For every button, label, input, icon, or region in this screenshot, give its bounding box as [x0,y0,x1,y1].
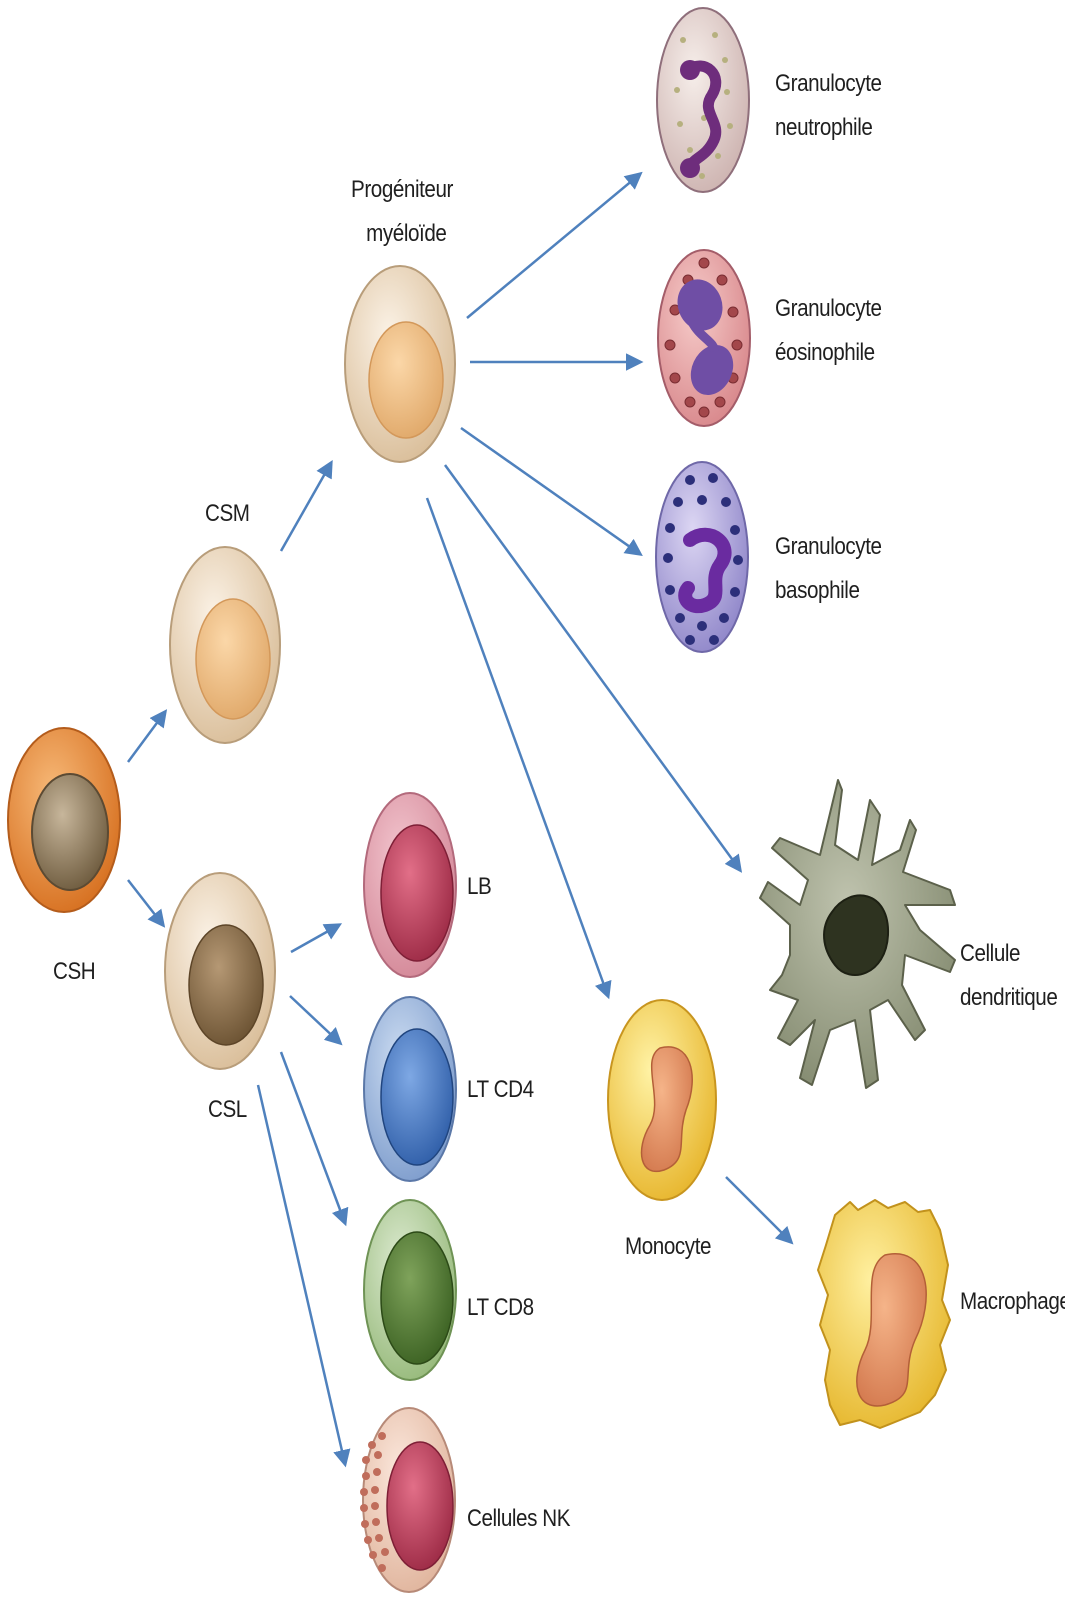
progenitor-label-line1: Progéniteur [351,168,453,212]
csl-label: CSL [208,1088,247,1132]
cell-monocyte [608,1000,716,1200]
arrow-monocyte-to-macrophage [726,1177,791,1242]
cell-lt-cd4 [364,997,456,1181]
cell-basophil [656,462,748,652]
lb-label: LB [467,865,491,909]
cell-eosinophil [658,250,750,426]
arrow-csl-to-ltcd4 [290,996,340,1043]
label-eosinophil: Granulocyte éosinophile [775,287,882,375]
arrow-csh-to-csm [128,712,165,762]
label-lb: LB [467,865,491,909]
label-dendritic: Cellule dendritique [960,932,1057,1020]
cell-csh [8,728,120,912]
label-neutrophil: Granulocyte neutrophile [775,62,882,150]
cell-macrophage [818,1200,950,1428]
label-nk: Cellules NK [467,1497,570,1541]
eosinophil-label-line2: éosinophile [775,331,882,375]
arrow-progenitor-to-basophil [461,428,640,554]
cell-csl [165,873,275,1069]
arrow-csl-to-nk [258,1085,345,1464]
arrow-csh-to-csl [128,880,163,925]
lt-cd4-label: LT CD4 [467,1068,534,1112]
dendritic-label-line2: dendritique [960,976,1057,1020]
macrophage-label: Macrophage [960,1280,1065,1324]
cell-lb [364,793,456,977]
cell-dendritic [760,780,955,1088]
csh-label: CSH [53,950,95,994]
cell-nk [360,1408,455,1592]
cell-lt-cd8 [364,1200,456,1380]
label-csl: CSL [208,1088,247,1132]
label-myeloid-progenitor: Progéniteur myéloïde [351,168,453,256]
arrow-csl-to-lb [291,925,339,952]
arrow-csm-to-progenitor [281,463,331,551]
basophil-label-line1: Granulocyte [775,525,882,569]
label-lt-cd8: LT CD8 [467,1286,534,1330]
progenitor-label-line2: myéloïde [351,212,453,256]
label-lt-cd4: LT CD4 [467,1068,534,1112]
label-csm: CSM [205,492,250,536]
arrow-csl-to-ltcd8 [281,1052,345,1223]
dendritic-label-line1: Cellule [960,932,1057,976]
cell-myeloid-progenitor [345,266,455,462]
label-monocyte: Monocyte [625,1225,711,1269]
nk-label: Cellules NK [467,1497,570,1541]
arrow-progenitor-to-neutrophil [467,174,640,318]
label-macrophage: Macrophage [960,1280,1065,1324]
neutrophil-label-line1: Granulocyte [775,62,882,106]
arrow-progenitor-to-monocyte [427,498,608,996]
cell-csm [170,547,280,743]
eosinophil-label-line1: Granulocyte [775,287,882,331]
csm-label: CSM [205,492,250,536]
monocyte-label: Monocyte [625,1225,711,1269]
lt-cd8-label: LT CD8 [467,1286,534,1330]
label-basophil: Granulocyte basophile [775,525,882,613]
label-csh: CSH [53,950,95,994]
cell-neutrophil [657,8,749,192]
basophil-label-line2: basophile [775,569,882,613]
neutrophil-label-line2: neutrophile [775,106,882,150]
